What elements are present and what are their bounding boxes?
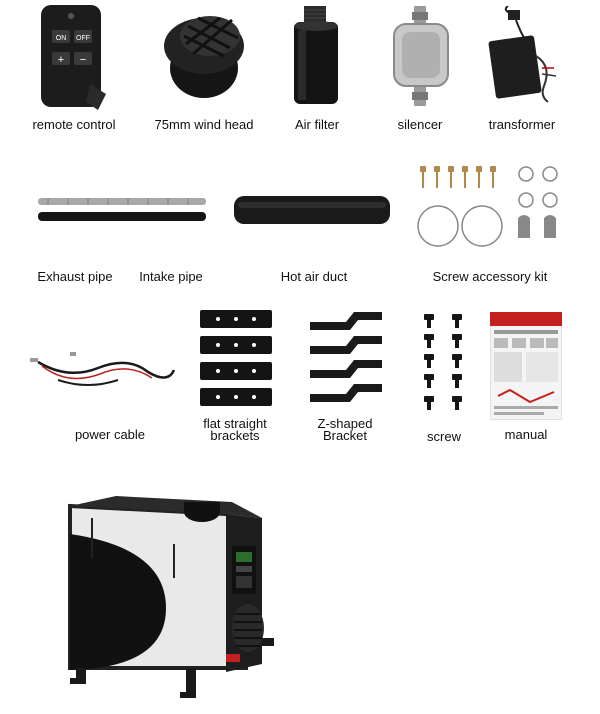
remote-plus-label: + [58,54,64,66]
transformer-image [482,6,562,106]
remote-on-label: ON [56,35,67,42]
flat-brackets-image [198,308,274,410]
manual-label: manual [504,427,548,442]
flat-brackets-label: flat straight brackets [180,416,290,443]
air-heater-image [56,488,276,708]
screw-kit-label: Screw accessory kit [432,269,548,284]
remote-control-label: remote control [32,117,116,132]
air-filter-label: Air filter [294,117,340,132]
hot-air-duct-label: Hot air duct [280,269,348,284]
transformer-label: transformer [488,117,556,132]
power-cable-image [28,350,178,394]
flat-brackets-label-line2: brackets [210,428,260,443]
wind-head-label: 75mm wind head [154,117,254,132]
screw-kit-image [414,162,564,254]
manual-image [490,312,562,420]
z-bracket-image [306,310,386,406]
silencer-image [388,6,454,106]
hot-air-duct-image [234,194,394,228]
air-filter-image [286,4,346,108]
z-bracket-label-line2: Bracket [322,428,368,443]
silencer-label: silencer [397,117,443,132]
power-cable-label: power cable [74,427,146,442]
remote-control-image: ON OFF + − [38,2,108,112]
remote-off-label: OFF [76,35,90,42]
wind-head-image [158,6,248,106]
z-bracket-label-line1: Z-shaped [317,416,373,431]
flat-brackets-label-line1: flat straight [203,416,267,431]
intake-pipe-label: Intake pipe [139,269,203,284]
screw-image [420,312,470,416]
exhaust-pipe-image [38,194,208,228]
screw-label: screw [427,429,461,444]
remote-minus-label: − [80,54,86,66]
z-bracket-label: Z-shaped Bracket [290,416,400,443]
exhaust-pipe-label: Exhaust pipe [37,269,113,284]
